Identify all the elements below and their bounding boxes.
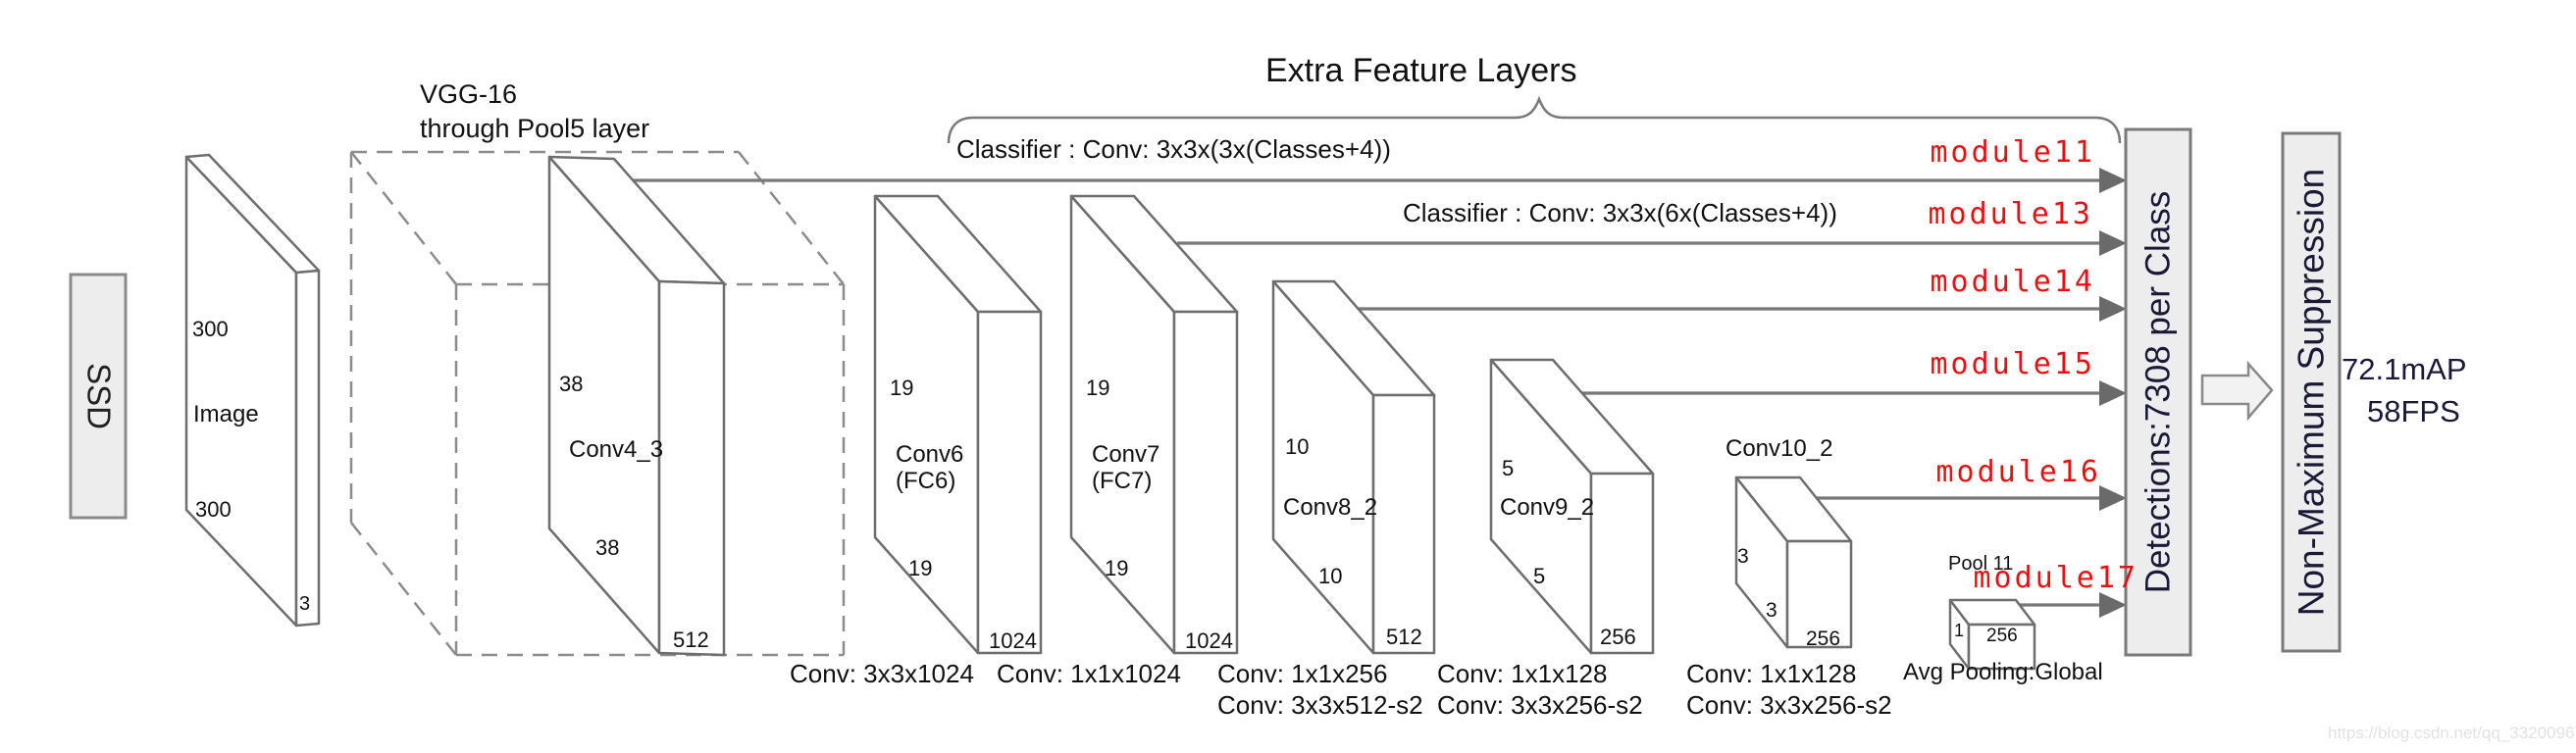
conv6-dim2: 19: [908, 556, 933, 580]
conv7-channels: 1024: [1185, 628, 1233, 653]
image-dim2-label: 300: [195, 497, 232, 522]
ssd-label: SSD: [80, 363, 118, 429]
module14-label: module14: [1930, 265, 2095, 299]
conv4_3-dim1: 38: [559, 372, 584, 396]
conv4_3-channels: 512: [673, 628, 709, 652]
conv6-channels: 1024: [989, 628, 1037, 653]
caption-avg-pooling: Avg Pooling:Global: [1903, 659, 2103, 685]
pool11-name: Pool 11: [1948, 553, 2014, 575]
caption-conv8-1: Conv: 1x1x256: [1217, 659, 1388, 688]
vgg-label-line1: VGG-16: [420, 79, 518, 109]
classifier1-label: Classifier : Conv: 3x3x(3x(Classes+4)): [956, 134, 1391, 164]
nms-box: [2281, 131, 2342, 653]
nms-label: Non-Maximum Suppression: [2291, 168, 2332, 617]
module17-label: module17: [1973, 561, 2138, 595]
conv7-dim2: 19: [1105, 556, 1129, 580]
caption-conv9-2: Conv: 3x3x256-s2: [1437, 690, 1643, 720]
image-slab: [184, 153, 321, 628]
extra-feature-layers-brace: [947, 95, 2122, 144]
conv9_2-name: Conv9_2: [1500, 494, 1595, 521]
pool11-slab: [1948, 598, 2036, 671]
caption-conv8-2: Conv: 3x3x512-s2: [1217, 690, 1423, 720]
extra-feature-layers-title: Extra Feature Layers: [1265, 52, 1577, 89]
conv10_2-dim2: 3: [1766, 599, 1777, 622]
conv10_2-channels: 256: [1806, 628, 1841, 650]
image-name-label: Image: [193, 401, 259, 427]
conv6-slab: [873, 194, 1043, 655]
caption-conv6: Conv: 3x3x1024: [790, 659, 974, 688]
fps-value: 58FPS: [2367, 394, 2460, 428]
detection-arrows: [633, 178, 2103, 607]
conv8_2-dim1: 10: [1285, 434, 1310, 459]
conv7-slab: [1069, 194, 1239, 655]
conv8_2-channels: 512: [1386, 625, 1422, 649]
conv7-subname: (FC7): [1092, 468, 1153, 494]
conv7-dim1: 19: [1086, 376, 1110, 400]
detections-box: [2124, 127, 2192, 657]
conv4_3-name: Conv4_3: [569, 436, 664, 463]
caption-conv7: Conv: 1x1x1024: [997, 659, 1181, 688]
conv6-name: Conv6: [896, 441, 964, 468]
caption-conv10-2: Conv: 3x3x256-s2: [1686, 690, 1892, 720]
conv9_2-dim2: 5: [1533, 564, 1546, 588]
conv8_2-name: Conv8_2: [1283, 494, 1378, 521]
conv7-name: Conv7: [1092, 441, 1160, 468]
conv9_2-channels: 256: [1600, 625, 1636, 649]
pool11-channels: 256: [1986, 626, 2018, 646]
detections-label: Detections:7308 per Class: [2138, 190, 2178, 594]
caption-conv9-1: Conv: 1x1x128: [1437, 659, 1608, 688]
pool11-dim1: 1: [1954, 621, 1965, 640]
conv8_2-slab: [1271, 279, 1436, 655]
conv6-dim1: 19: [890, 376, 914, 400]
conv9_2-slab: [1489, 358, 1655, 655]
classifier2-label: Classifier : Conv: 3x3x(6x(Classes+4)): [1403, 198, 1837, 227]
conv4_3-slab: [547, 155, 726, 657]
watermark: https://blog.csdn.net/qq_33200967: [2328, 724, 2576, 742]
caption-conv10-1: Conv: 1x1x128: [1686, 659, 1857, 688]
conv10_2-name: Conv10_2: [1726, 435, 1833, 462]
conv10_2-dim1: 3: [1737, 545, 1749, 568]
image-dim1-label: 300: [192, 317, 229, 341]
module13-label: module13: [1928, 197, 2093, 231]
block-arrow-icon: [2200, 360, 2274, 422]
module15-label: module15: [1930, 347, 2095, 381]
module16-label: module16: [1935, 455, 2101, 489]
conv8_2-dim2: 10: [1318, 564, 1343, 588]
conv4_3-dim2: 38: [595, 535, 620, 560]
image-channels-label: 3: [299, 593, 311, 615]
map-value: 72.1mAP: [2342, 352, 2467, 386]
ssd-box: [69, 273, 128, 520]
detection-arrowheads: [2099, 168, 2127, 618]
module11-label: module11: [1930, 135, 2095, 170]
vgg-label-line2: through Pool5 layer: [420, 114, 650, 143]
conv9_2-dim1: 5: [1502, 456, 1515, 480]
conv10_2-slab: [1734, 476, 1853, 649]
conv6-subname: (FC6): [896, 468, 956, 494]
